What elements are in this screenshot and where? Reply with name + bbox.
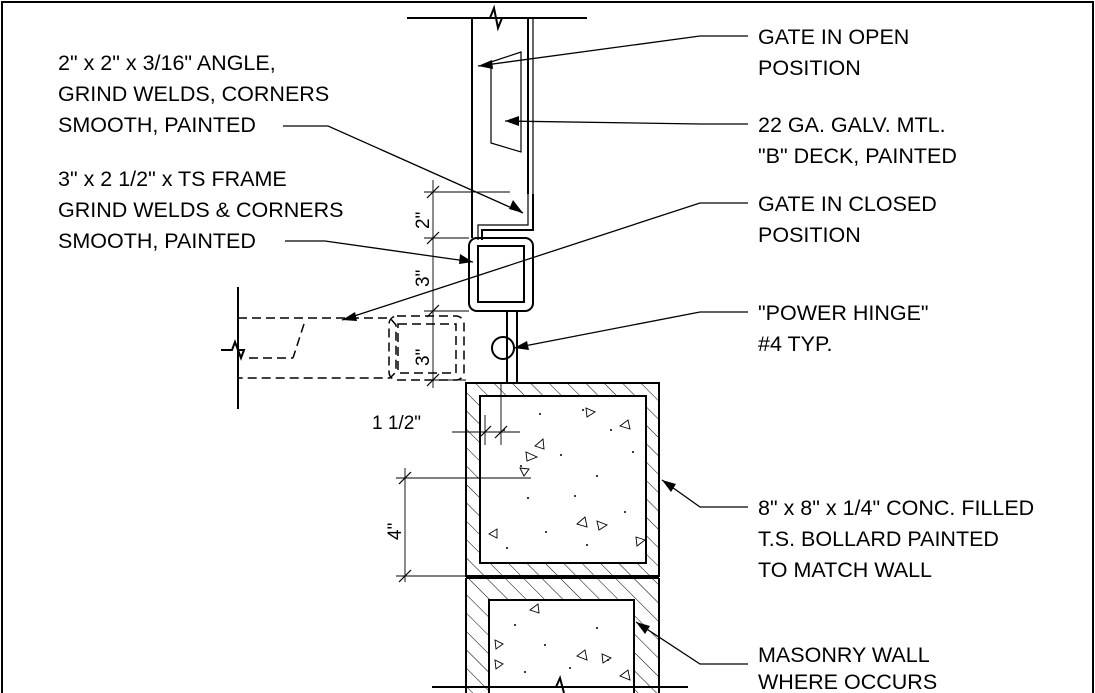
power-hinge-symbol: [491, 336, 515, 360]
leader-frame-arrow: [459, 254, 473, 264]
leader-gate-closed-arrow: [342, 312, 357, 321]
leader-bollard-arrow: [662, 480, 676, 492]
callout-gate-closed-line-1: GATE IN CLOSED: [758, 192, 937, 216]
closed-deck-diagonal: [292, 323, 305, 359]
callout-bollard-line-3: TO MATCH WALL: [758, 558, 932, 582]
callout-gate-closed-line-2: POSITION: [758, 223, 861, 247]
callout-hinge-line-2: #4 TYP.: [758, 332, 833, 356]
callout-frame-line-1: 3" x 2 1/2" x TS FRAME: [58, 167, 287, 191]
closed-frame-outer: [388, 315, 465, 381]
dim-3-label: 3": [413, 270, 434, 287]
hinge-post: [491, 311, 518, 383]
dim-1-5-label: 1 1/2": [372, 413, 421, 434]
ts-frame: [468, 237, 534, 312]
angle-inner: [477, 194, 529, 240]
leader-gate-closed: [341, 202, 748, 321]
dimension-lines: 2" 3" 3" 1 1/2" 4": [372, 180, 531, 583]
steel-angle: [477, 194, 534, 240]
callout-frame-line-3: SMOOTH, PAINTED: [58, 229, 256, 253]
leader-angle-arrow: [509, 200, 523, 213]
wall-concrete-fill: [494, 603, 631, 681]
callout-frame-line-2: GRIND WELDS & CORNERS: [58, 198, 344, 222]
leader-gate-open: [477, 35, 748, 67]
wall-hatch: [466, 578, 659, 693]
ts-frame-inner: [477, 245, 525, 303]
callout-angle-line-2: GRIND WELDS, CORNERS: [58, 82, 329, 106]
callout-bollard-line-1: 8" x 8" x 1/4" CONC. FILLED: [758, 496, 1034, 520]
callout-gate-open-line-2: POSITION: [758, 56, 861, 80]
masonry-wall: [432, 577, 688, 693]
b-deck-profile: [490, 51, 522, 153]
callout-hinge-line-1: "POWER HINGE": [758, 301, 929, 325]
closed-frame-inner: [397, 323, 457, 374]
closed-gate-outline: [238, 317, 397, 379]
left-break-symbol: [221, 339, 246, 361]
callouts-left: 2" x 2" x 3/16" ANGLE, GRIND WELDS, CORN…: [58, 51, 344, 253]
callout-deck-line-2: "B" DECK, PAINTED: [758, 144, 957, 168]
callout-gate-open-line-1: GATE IN OPEN: [758, 25, 909, 49]
gate-closed-position: [221, 287, 465, 409]
bollard-hatch: [466, 383, 659, 576]
leader-wall-arrow: [636, 622, 650, 634]
leader-hinge-arrow: [514, 341, 529, 350]
leader-lines: [283, 35, 748, 665]
dim-4-label: 4": [385, 523, 406, 540]
ts-bollard: [465, 382, 660, 577]
leader-angle: [283, 125, 524, 214]
callout-wall-line-2: WHERE OCCURS: [758, 670, 937, 693]
leader-deck: [504, 120, 748, 125]
callout-deck-line-1: 22 GA. GALV. MTL.: [758, 113, 946, 137]
ts-frame-outer: [468, 237, 534, 312]
bollard-inner: [479, 395, 647, 564]
wall-cell: [488, 599, 635, 693]
dim-3-closed-label: 3": [413, 349, 434, 366]
callout-angle-line-3: SMOOTH, PAINTED: [58, 113, 256, 137]
callout-wall-line-1: MASONRY WALL: [758, 643, 930, 667]
gate-open-position: [407, 4, 587, 238]
dim-2-label: 2": [413, 212, 434, 229]
bottom-break-symbol: [555, 675, 565, 693]
leader-wall: [635, 621, 748, 665]
top-break-symbol: [489, 4, 503, 32]
callouts-right: GATE IN OPEN POSITION 22 GA. GALV. MTL. …: [758, 25, 1034, 693]
leader-frame: [285, 240, 474, 263]
angle-outline: [481, 194, 534, 240]
leader-gate-open-arrow: [478, 60, 493, 69]
callout-bollard-line-2: T.S. BOLLARD PAINTED: [758, 527, 999, 551]
leader-bollard: [661, 479, 748, 508]
leader-deck-arrow: [505, 116, 519, 126]
leader-hinge: [513, 311, 748, 349]
callout-angle-line-1: 2" x 2" x 3/16" ANGLE,: [58, 51, 276, 75]
bollard-concrete-fill: [488, 407, 646, 549]
bollard-outer: [465, 382, 660, 577]
